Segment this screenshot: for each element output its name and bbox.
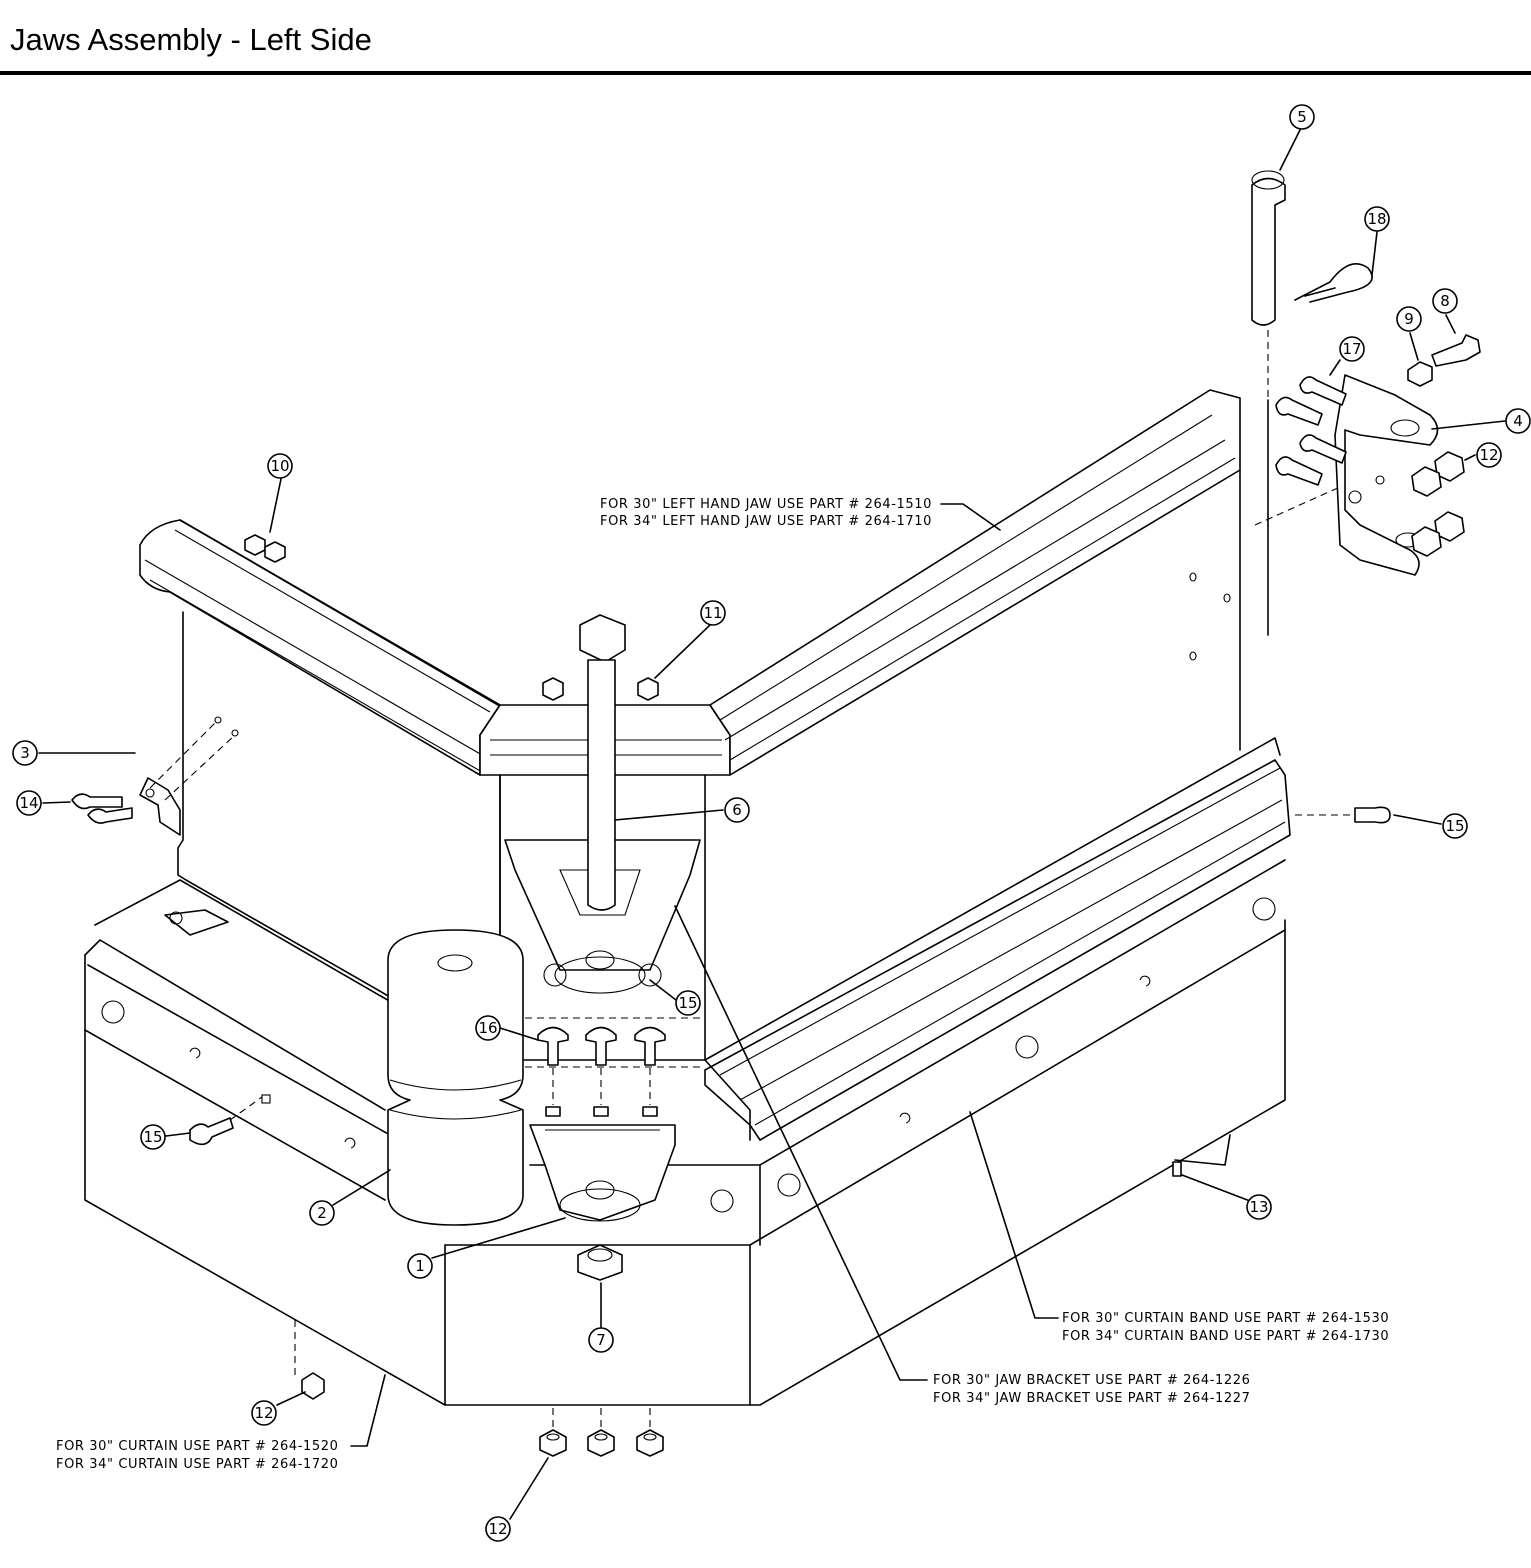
callout-18: 18 [1364, 206, 1390, 232]
lower-hinge-bracket [529, 1124, 676, 1222]
callout-12-hinge: 12 [1476, 442, 1502, 468]
svg-text:12: 12 [254, 1404, 273, 1422]
callout-15-center: 15 [675, 990, 701, 1016]
callout-12-bottom-left: 12 [251, 1400, 277, 1426]
air-spring [387, 929, 524, 1226]
svg-text:5: 5 [1297, 108, 1307, 126]
bottom-nuts [539, 1408, 664, 1457]
svg-text:15: 15 [1445, 817, 1464, 835]
svg-text:FOR 34" CURTAIN BAND USE PART: FOR 34" CURTAIN BAND USE PART # 264-1730 [1062, 1329, 1389, 1344]
svg-text:FOR 30" LEFT HAND JAW USE PART: FOR 30" LEFT HAND JAW USE PART # 264-151… [600, 497, 932, 512]
svg-text:FOR 34" LEFT HAND JAW USE PART: FOR 34" LEFT HAND JAW USE PART # 264-171… [600, 514, 932, 529]
svg-text:15: 15 [678, 994, 697, 1012]
carriage-bolts [537, 1026, 666, 1117]
callout-1: 1 [407, 1253, 433, 1279]
right-jaw-plate [704, 469, 1281, 1061]
right-jaw-bar [709, 389, 1241, 776]
note-left-hand-jaw: FOR 30" LEFT HAND JAW USE PART # 264-151… [600, 497, 932, 529]
svg-text:7: 7 [596, 1331, 606, 1349]
jaw-bracket [499, 839, 751, 1141]
left-jaw-bar [139, 519, 501, 776]
callout-12-bottom: 12 [485, 1516, 511, 1542]
hinge-bolts-17 [1254, 376, 1347, 526]
hinge-bracket [1334, 374, 1439, 576]
callout-5: 5 [1289, 104, 1315, 130]
callout-4: 4 [1505, 408, 1531, 434]
svg-text:18: 18 [1367, 210, 1386, 228]
curtain-band [704, 759, 1291, 1141]
svg-text:3: 3 [20, 744, 30, 762]
hairpin-clip [1294, 263, 1373, 303]
svg-text:FOR 30" CURTAIN USE PART # 264: FOR 30" CURTAIN USE PART # 264-1520 [56, 1439, 339, 1454]
callout-7: 7 [588, 1327, 614, 1353]
svg-text:8: 8 [1440, 292, 1450, 310]
callout-14: 14 [16, 790, 42, 816]
lock-nut-7 [577, 1244, 623, 1281]
callout-9: 9 [1396, 306, 1422, 332]
svg-text:FOR 34" CURTAIN USE PART # 264: FOR 34" CURTAIN USE PART # 264-1720 [56, 1457, 339, 1472]
left-carriage-bolt [189, 1096, 263, 1146]
bottom-clip-13 [1172, 1134, 1231, 1177]
svg-text:FOR 30" JAW BRACKET USE PART #: FOR 30" JAW BRACKET USE PART # 264-1226 [933, 1373, 1250, 1388]
svg-text:6: 6 [732, 801, 742, 819]
callout-3: 3 [12, 740, 38, 766]
svg-text:12: 12 [1479, 446, 1498, 464]
svg-text:2: 2 [317, 1204, 327, 1222]
hinge-bolt-8-nut-9 [1407, 334, 1481, 387]
leader-lines [38, 129, 1506, 1520]
svg-text:4: 4 [1513, 412, 1523, 430]
svg-text:9: 9 [1404, 310, 1414, 328]
svg-text:1: 1 [415, 1257, 425, 1275]
right-carriage-bolt [1295, 806, 1391, 824]
callout-13: 13 [1246, 1194, 1272, 1220]
svg-text:11: 11 [703, 604, 722, 622]
title-rule [0, 71, 1531, 75]
hinge-nuts-12 [1411, 451, 1465, 557]
callout-6: 6 [724, 797, 750, 823]
svg-text:10: 10 [270, 457, 289, 475]
callout-11: 11 [700, 600, 726, 626]
center-bolt [579, 614, 626, 911]
callout-2: 2 [309, 1200, 335, 1226]
bottom-left-nut-12 [294, 1320, 325, 1400]
note-curtain: FOR 30" CURTAIN USE PART # 264-1520 FOR … [56, 1439, 339, 1472]
note-jaw-bracket: FOR 30" JAW BRACKET USE PART # 264-1226 … [933, 1373, 1250, 1406]
svg-text:12: 12 [488, 1520, 507, 1538]
note-curtain-band: FOR 30" CURTAIN BAND USE PART # 264-1530… [1062, 1311, 1389, 1344]
callout-10: 10 [267, 453, 293, 479]
svg-text:15: 15 [143, 1128, 162, 1146]
left-end-bracket [71, 716, 239, 836]
callout-8: 8 [1432, 288, 1458, 314]
page-title: Jaws Assembly - Left Side [10, 22, 372, 57]
callout-16: 16 [475, 1015, 501, 1041]
hinge-pin [1251, 170, 1286, 636]
top-nuts [244, 534, 659, 701]
svg-text:13: 13 [1249, 1198, 1268, 1216]
svg-text:FOR 34" JAW BRACKET USE PART #: FOR 34" JAW BRACKET USE PART # 264-1227 [933, 1391, 1250, 1406]
callout-17: 17 [1339, 336, 1365, 362]
callout-15-right: 15 [1442, 813, 1468, 839]
callout-15-left: 15 [140, 1124, 166, 1150]
svg-text:14: 14 [19, 794, 38, 812]
svg-text:16: 16 [478, 1019, 497, 1037]
svg-text:17: 17 [1342, 340, 1361, 358]
svg-text:FOR 30" CURTAIN BAND USE PART: FOR 30" CURTAIN BAND USE PART # 264-1530 [1062, 1311, 1389, 1326]
